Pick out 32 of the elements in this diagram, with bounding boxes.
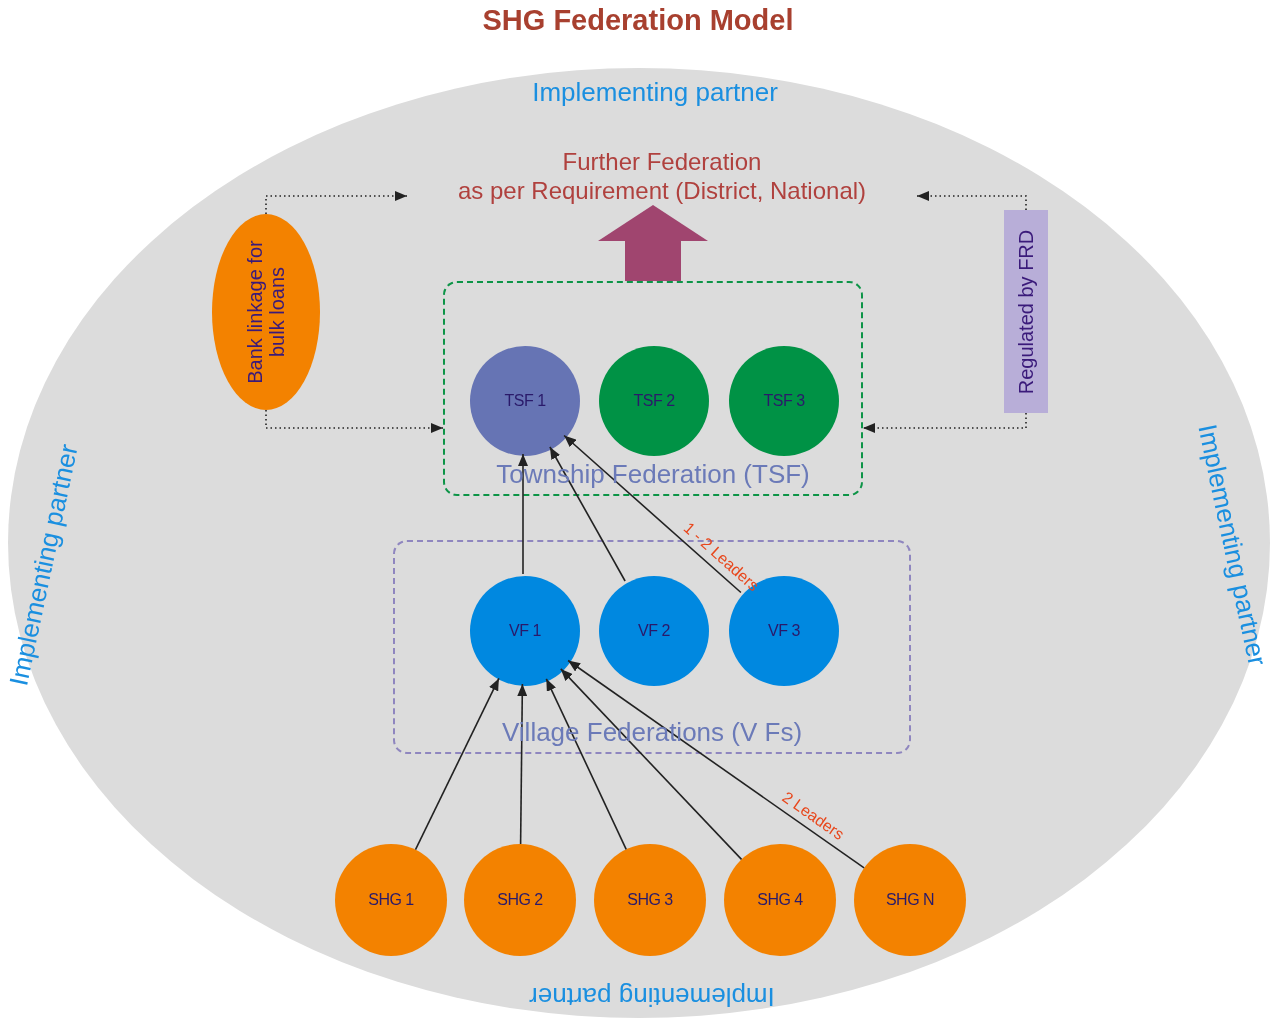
node-label: TSF 2 xyxy=(633,392,675,410)
node-label: Regulated by FRD xyxy=(1014,229,1038,394)
node-label: VF 3 xyxy=(768,622,800,640)
node-label: SHG 1 xyxy=(368,891,414,909)
node-label: SHG N xyxy=(885,891,935,909)
subheading: as per Requirement (District, National) xyxy=(456,176,868,205)
node-label: VF 2 xyxy=(638,622,670,640)
region-label: Implementing partner xyxy=(532,76,778,108)
node-label: VF 1 xyxy=(509,622,541,640)
arrow xyxy=(545,678,627,851)
node-label: SHG 3 xyxy=(627,891,673,909)
arrow xyxy=(414,677,500,851)
group-box xyxy=(443,281,863,496)
arrow xyxy=(567,659,865,869)
region-label: Implementing partner xyxy=(529,980,775,1012)
node-label: SHG 2 xyxy=(497,891,543,909)
node-label: TSF 1 xyxy=(504,392,546,410)
block-arrow xyxy=(598,205,708,281)
heading: Further Federation xyxy=(561,147,763,176)
dotted-arrow xyxy=(862,412,1027,433)
arrow xyxy=(518,453,528,575)
node-label: TSF 3 xyxy=(763,392,805,410)
arrow xyxy=(517,683,528,845)
label-panel xyxy=(1004,210,1048,413)
group-box xyxy=(393,540,911,754)
node-label: SHG 4 xyxy=(757,891,803,909)
dotted-arrow xyxy=(265,409,444,433)
dotted-arrow xyxy=(265,191,408,215)
node-label: Bank linkage for bulk loans xyxy=(244,239,288,386)
dotted-arrow xyxy=(916,191,1027,211)
arrow xyxy=(563,434,742,594)
title: SHG Federation Model xyxy=(481,4,795,37)
